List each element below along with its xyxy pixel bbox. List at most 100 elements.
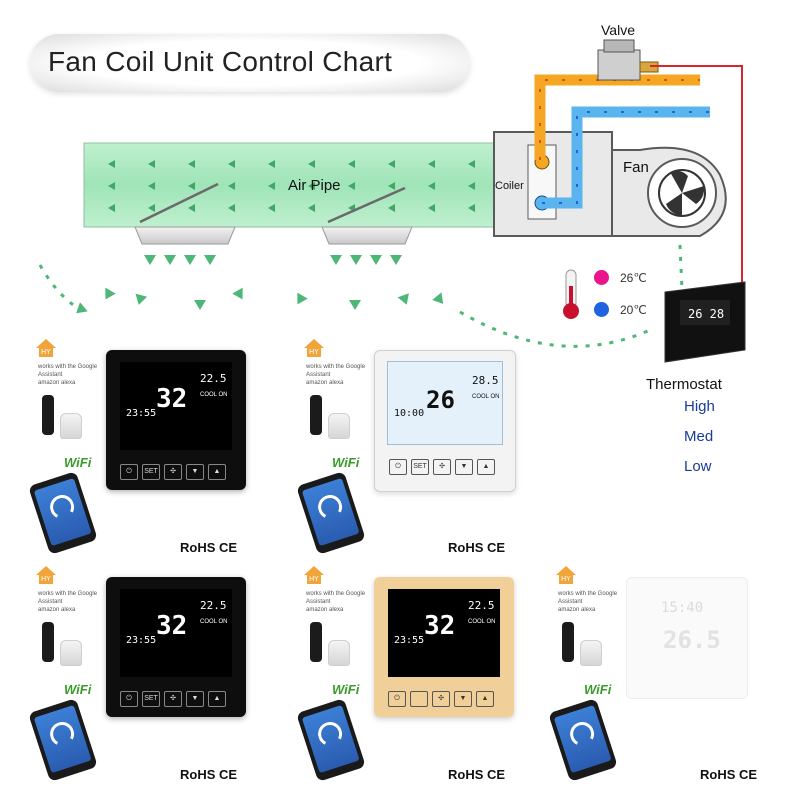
set-temp: 22.5 <box>200 372 227 385</box>
fan-blades <box>666 170 705 216</box>
speed-med: Med <box>684 428 714 445</box>
fan-speed-button[interactable]: ✣ <box>164 691 182 707</box>
lcd-screen: 32 22.5 23:55 COOL ON <box>120 589 232 677</box>
set-temp: 22.5 <box>200 599 227 612</box>
hvac-diagram: Air Pipe Coiler <box>38 22 746 363</box>
valve-label: Valve <box>601 22 635 38</box>
room-temp: 32 <box>424 611 456 641</box>
thermostat-device[interactable]: 15:40 26.5 <box>626 577 748 699</box>
google-home-icon <box>60 413 82 439</box>
coiler-label: Coiler <box>495 180 524 192</box>
fan-speed-button[interactable]: ✣ <box>164 464 182 480</box>
temp-up-button[interactable]: ▲ <box>476 691 494 707</box>
temp-up-button[interactable]: ▲ <box>208 691 226 707</box>
compatibility-badges: works with the Google Assistant amazon al… <box>306 363 376 387</box>
power-button[interactable]: ⏻ <box>120 464 138 480</box>
google-assistant-badge: works with the Google Assistant <box>306 364 366 378</box>
certification-label: RoHS CE <box>180 540 238 555</box>
set-button[interactable]: SET <box>142 691 160 707</box>
hot-water-pipe <box>534 74 700 160</box>
smart-home-icon: HY <box>36 566 56 584</box>
set-button[interactable] <box>410 691 428 707</box>
wifi-label: WiFi <box>332 455 360 470</box>
compatibility-badges: works with the Google Assistant amazon al… <box>558 590 628 614</box>
thermostat-label: Thermostat <box>646 376 722 393</box>
temp-down-button[interactable]: ▼ <box>186 691 204 707</box>
svg-text:HY: HY <box>41 348 51 356</box>
smart-home-icon: HY <box>36 339 56 357</box>
thermometer-icon <box>563 269 579 319</box>
title-background <box>30 34 470 92</box>
alexa-badge: amazon alexa <box>38 607 76 613</box>
smartphone-icon <box>28 698 98 782</box>
smartphone-icon <box>548 698 618 782</box>
mode-label: COOL ON <box>200 619 228 625</box>
wall-thermostat: 26 28 <box>664 281 746 363</box>
mode-label: COOL ON <box>472 394 500 400</box>
set-button[interactable]: SET <box>411 459 429 475</box>
clock: 23:55 <box>126 408 157 419</box>
google-assistant-badge: works with the Google Assistant <box>306 591 366 605</box>
product-tile: HY works with the Google Assistant amazon … <box>296 335 563 567</box>
svg-text:HY: HY <box>41 575 51 583</box>
certification-label: RoHS CE <box>180 767 238 782</box>
temp-cold-label: 20℃ <box>620 303 647 317</box>
fan-label: Fan <box>623 159 649 176</box>
clock: 23:55 <box>126 635 157 646</box>
fan-speed-button[interactable]: ✣ <box>432 691 450 707</box>
power-button[interactable]: ⏻ <box>388 691 406 707</box>
return-air-path <box>38 264 86 314</box>
google-home-icon <box>328 640 350 666</box>
set-button[interactable]: SET <box>142 464 160 480</box>
power-button[interactable]: ⏻ <box>389 459 407 475</box>
certification-label: RoHS CE <box>700 767 758 782</box>
smartphone-icon <box>296 471 366 555</box>
wifi-label: WiFi <box>64 455 92 470</box>
speed-high: High <box>684 398 715 415</box>
temp-down-button[interactable]: ▼ <box>454 691 472 707</box>
thermostat-device[interactable]: 26 28.5 10:00 COOL ON ⏻SET✣▼▲ <box>374 350 516 492</box>
svg-text:HY: HY <box>309 348 319 356</box>
mode-label: COOL ON <box>468 619 496 625</box>
wifi-label: WiFi <box>332 682 360 697</box>
google-assistant-badge: works with the Google Assistant <box>38 364 98 378</box>
alexa-badge: amazon alexa <box>306 380 344 386</box>
supply-air-arrows <box>76 255 444 314</box>
google-home-icon <box>60 640 82 666</box>
temp-up-button[interactable]: ▲ <box>208 464 226 480</box>
diffuser-right <box>321 186 413 245</box>
certification-label: RoHS CE <box>448 767 506 782</box>
clock: 10:00 <box>394 408 425 419</box>
thermostat-device[interactable]: 32 22.5 23:55 COOL ON ⏻SET✣▼▲ <box>106 577 246 717</box>
room-temp: 26.5 <box>663 626 721 654</box>
valve <box>597 39 659 81</box>
fan-speed-button[interactable]: ✣ <box>433 459 451 475</box>
air-flow-arrows <box>108 160 475 212</box>
alexa-badge: amazon alexa <box>558 607 596 613</box>
smart-speaker-icon <box>42 395 54 435</box>
temp-down-button[interactable]: ▼ <box>186 464 204 480</box>
power-button[interactable]: ⏻ <box>120 691 138 707</box>
room-temp: 32 <box>156 611 188 641</box>
svg-text:HY: HY <box>309 575 319 583</box>
set-temp: 28.5 <box>472 374 499 387</box>
smart-home-icon: HY <box>304 566 324 584</box>
clock: 15:40 <box>661 600 704 616</box>
room-temp: 26 <box>426 386 455 414</box>
google-assistant-badge: works with the Google Assistant <box>38 591 98 605</box>
google-assistant-badge: works with the Google Assistant <box>558 591 618 605</box>
temp-hot-label: 26℃ <box>620 271 647 285</box>
temp-down-button[interactable]: ▼ <box>455 459 473 475</box>
temp-up-button[interactable]: ▲ <box>477 459 495 475</box>
google-home-icon <box>328 413 350 439</box>
temp-cold-dot <box>594 302 609 317</box>
